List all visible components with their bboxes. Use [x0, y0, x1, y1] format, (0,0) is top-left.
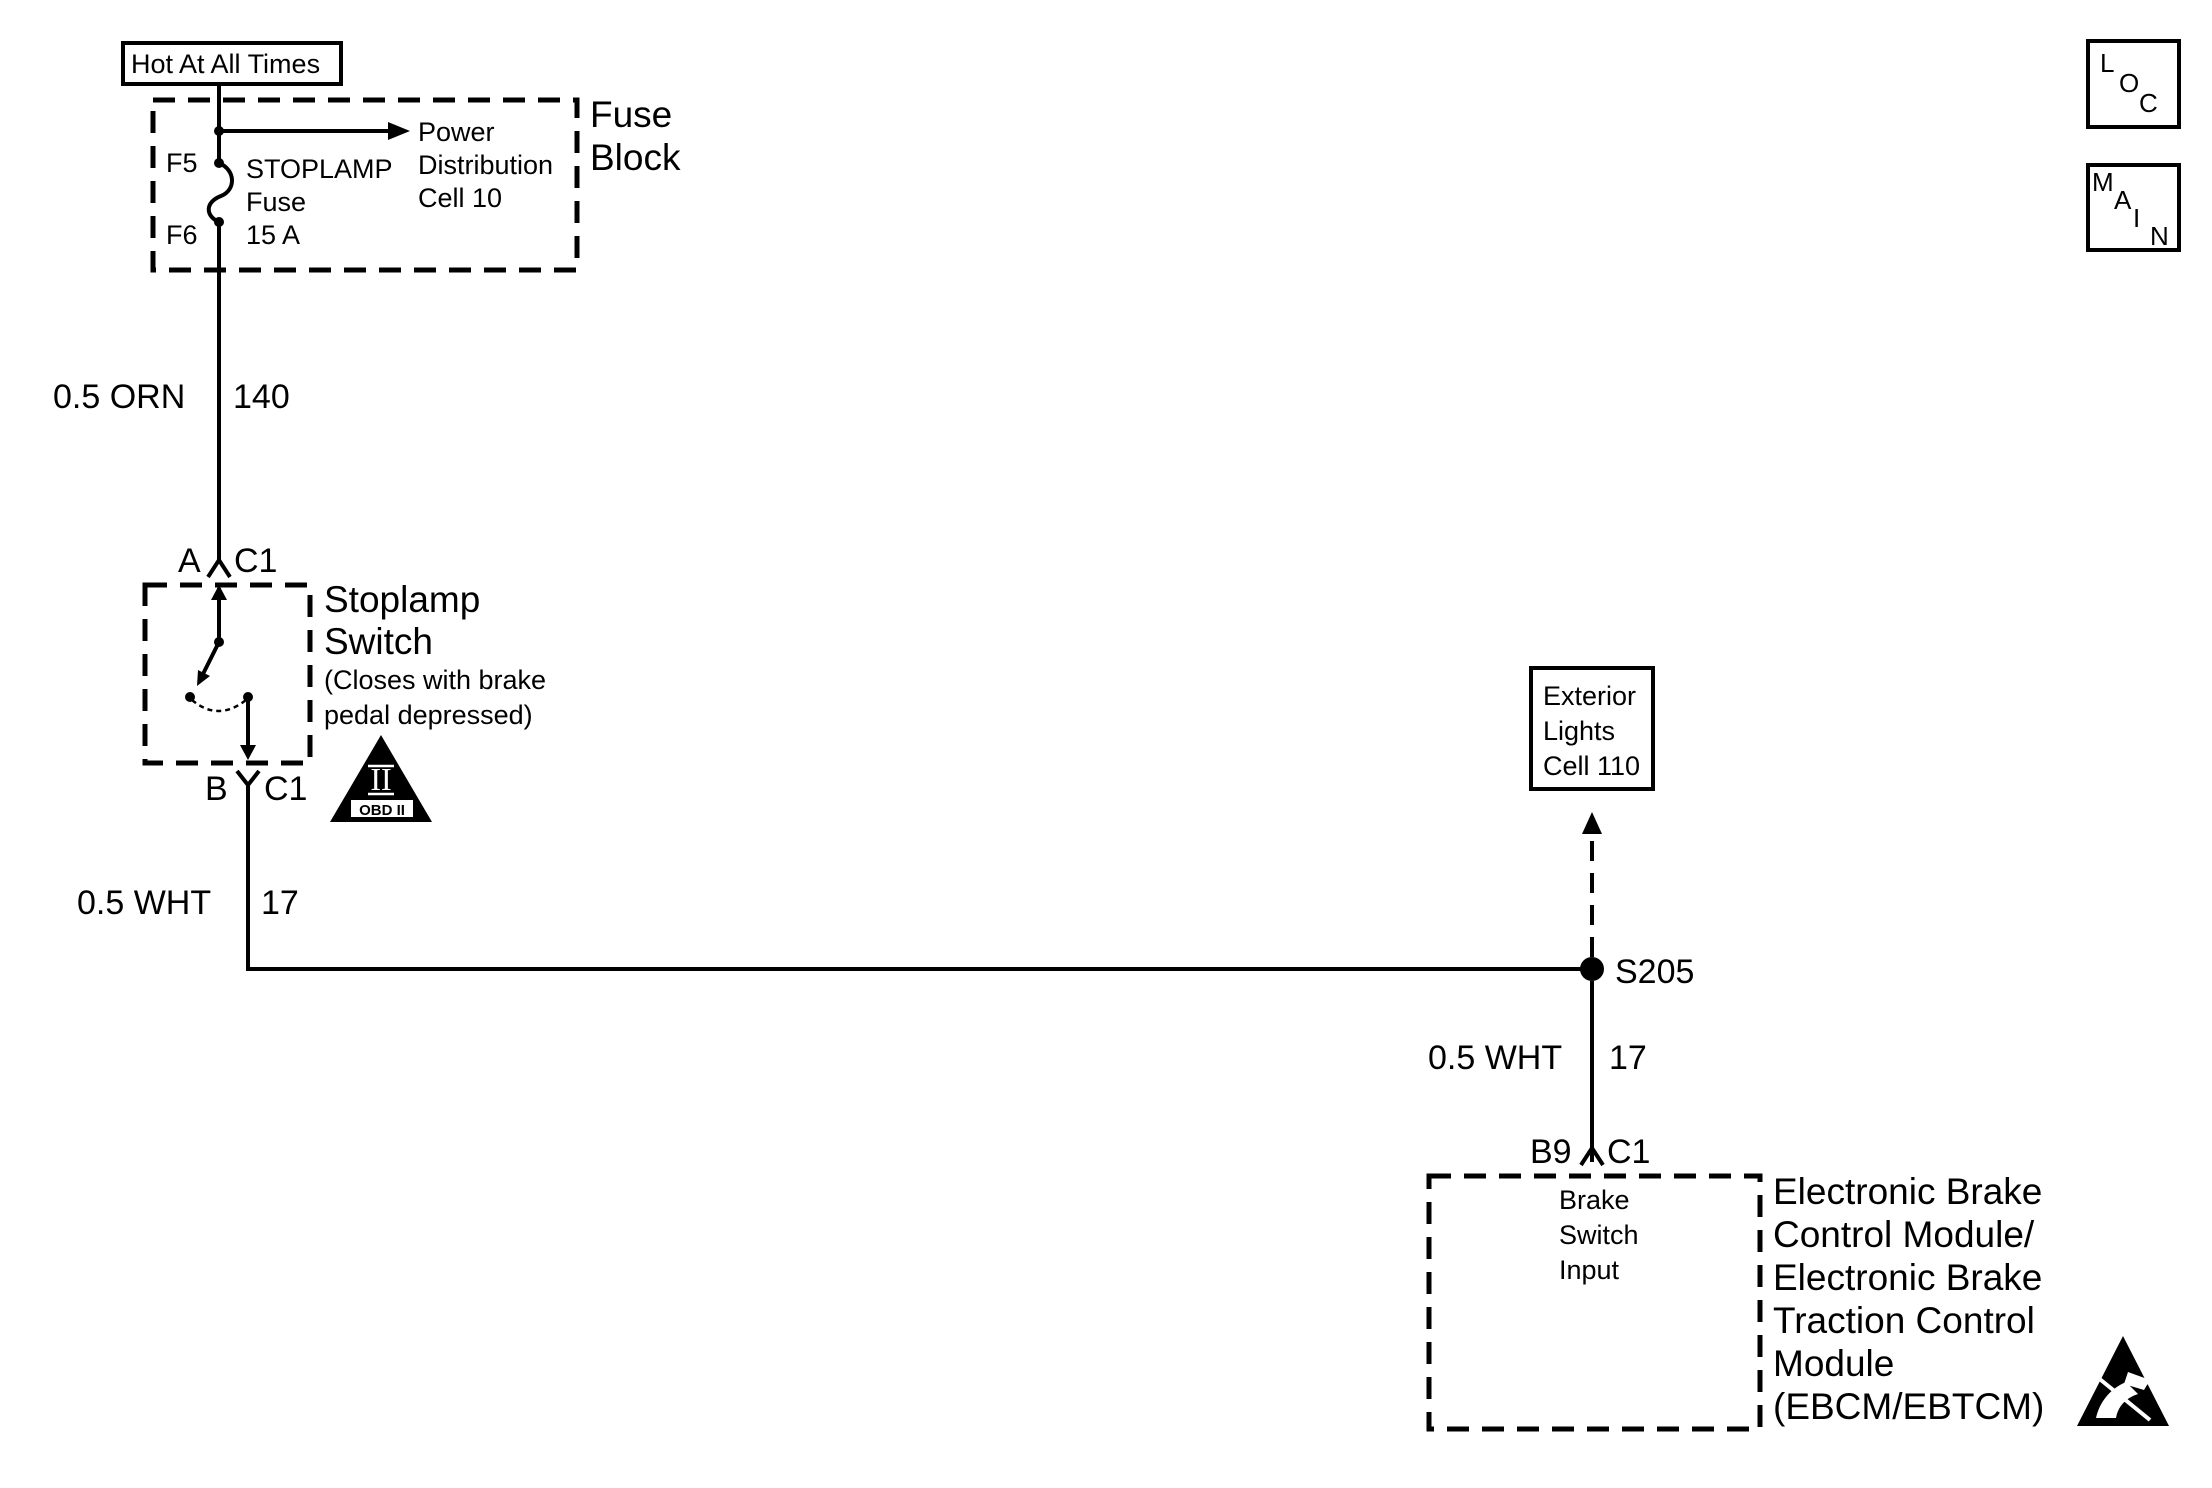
- wire-orn-circuit: 140: [233, 378, 290, 416]
- obd-roman: II: [370, 761, 391, 797]
- wire-orn-gauge-color: 0.5 ORN: [53, 378, 185, 416]
- loc-letter-1: L: [2100, 48, 2114, 78]
- power-distribution-ref-1: Power: [418, 117, 495, 147]
- fuse-terminal-f5: F5: [166, 148, 198, 178]
- main-letter-3: I: [2133, 203, 2140, 233]
- ebcm-input-1: Brake: [1559, 1185, 1630, 1215]
- ebcm-input-2: Switch: [1559, 1220, 1639, 1250]
- splice-s205: [1580, 957, 1604, 981]
- stoplamp-switch-note-1: (Closes with brake: [324, 665, 546, 695]
- power-distribution-ref-2: Distribution: [418, 150, 553, 180]
- wire-wht-17-a: [246, 785, 1592, 971]
- obd-ii-icon: II OBD II: [330, 735, 432, 822]
- stoplamp-switch-title-2: Switch: [324, 621, 433, 662]
- stoplamp-switch-connector-a: [206, 556, 232, 579]
- ebcm-pin: B9: [1530, 1133, 1572, 1171]
- wire-wht-1-gauge-color: 0.5 WHT: [77, 884, 211, 922]
- stoplamp-top-pin: A: [178, 542, 201, 580]
- ebcm-conn: C1: [1607, 1133, 1650, 1171]
- wire-wht-2-circuit: 17: [1609, 1039, 1647, 1077]
- ebcm-title-5: Module: [1773, 1343, 1894, 1384]
- splice-label: S205: [1615, 953, 1694, 991]
- exterior-lights-ref-box: [1529, 666, 1655, 791]
- loc-letter-2: O: [2119, 68, 2139, 98]
- ebcm-input-3: Input: [1559, 1255, 1620, 1285]
- loc-nav-button[interactable]: L O C: [2086, 39, 2181, 129]
- ebcm-connector-b9: [1579, 1144, 1605, 1167]
- exterior-lights-arrow-head: [1582, 812, 1602, 834]
- main-letter-2: A: [2114, 185, 2132, 215]
- obd-badge-label: OBD II: [359, 802, 405, 819]
- main-nav-button[interactable]: M A I N: [2086, 163, 2181, 252]
- ebcm-title-3: Electronic Brake: [1773, 1257, 2042, 1298]
- fuse-block-title-2: Block: [590, 137, 681, 178]
- stoplamp-bottom-pin: B: [205, 770, 228, 808]
- stoplamp-top-conn: C1: [234, 542, 277, 580]
- exterior-lights-1: Exterior: [1543, 681, 1636, 711]
- fuse-name: STOPLAMP: [246, 154, 393, 184]
- stoplamp-switch-symbol: [185, 585, 256, 760]
- exterior-lights-2: Lights: [1543, 716, 1615, 746]
- ebcm-title-4: Traction Control: [1773, 1300, 2035, 1341]
- main-letter-1: M: [2092, 167, 2114, 197]
- hot-at-all-times-label-box: Hot At All Times: [121, 41, 343, 86]
- power-distribution-ref-3: Cell 10: [418, 183, 502, 213]
- stoplamp-switch-title-1: Stoplamp: [324, 579, 480, 620]
- ebcm-title-2: Control Module/: [1773, 1214, 2035, 1255]
- stoplamp-switch-connector-b: [235, 769, 261, 789]
- stoplamp-switch-outline: [142, 582, 313, 766]
- exterior-lights-3: Cell 110: [1543, 751, 1640, 781]
- fuse-rating: 15 A: [246, 220, 300, 250]
- ebcm-outline: [1426, 1173, 1763, 1432]
- wire-wht-2-gauge-color: 0.5 WHT: [1428, 1039, 1562, 1077]
- ebcm-title-6: (EBCM/EBTCM): [1773, 1386, 2044, 1427]
- fuse-word: Fuse: [246, 187, 306, 217]
- power-distribution-arrow-head: [388, 122, 410, 140]
- esd-warning-icon: [2077, 1336, 2169, 1426]
- hot-at-all-times-label: Hot At All Times: [131, 49, 320, 79]
- wire-wht-1-circuit: 17: [261, 884, 299, 922]
- loc-letter-3: C: [2139, 88, 2158, 118]
- main-letter-4: N: [2150, 221, 2169, 251]
- fuse-block-title-1: Fuse: [590, 94, 672, 135]
- stoplamp-switch-note-2: pedal depressed): [324, 700, 533, 730]
- fuse-block-outline: [150, 97, 580, 273]
- stoplamp-bottom-conn: C1: [264, 770, 307, 808]
- fuse-terminal-f6: F6: [166, 220, 198, 250]
- ebcm-title-1: Electronic Brake: [1773, 1171, 2042, 1212]
- stoplamp-fuse-symbol: [206, 161, 234, 224]
